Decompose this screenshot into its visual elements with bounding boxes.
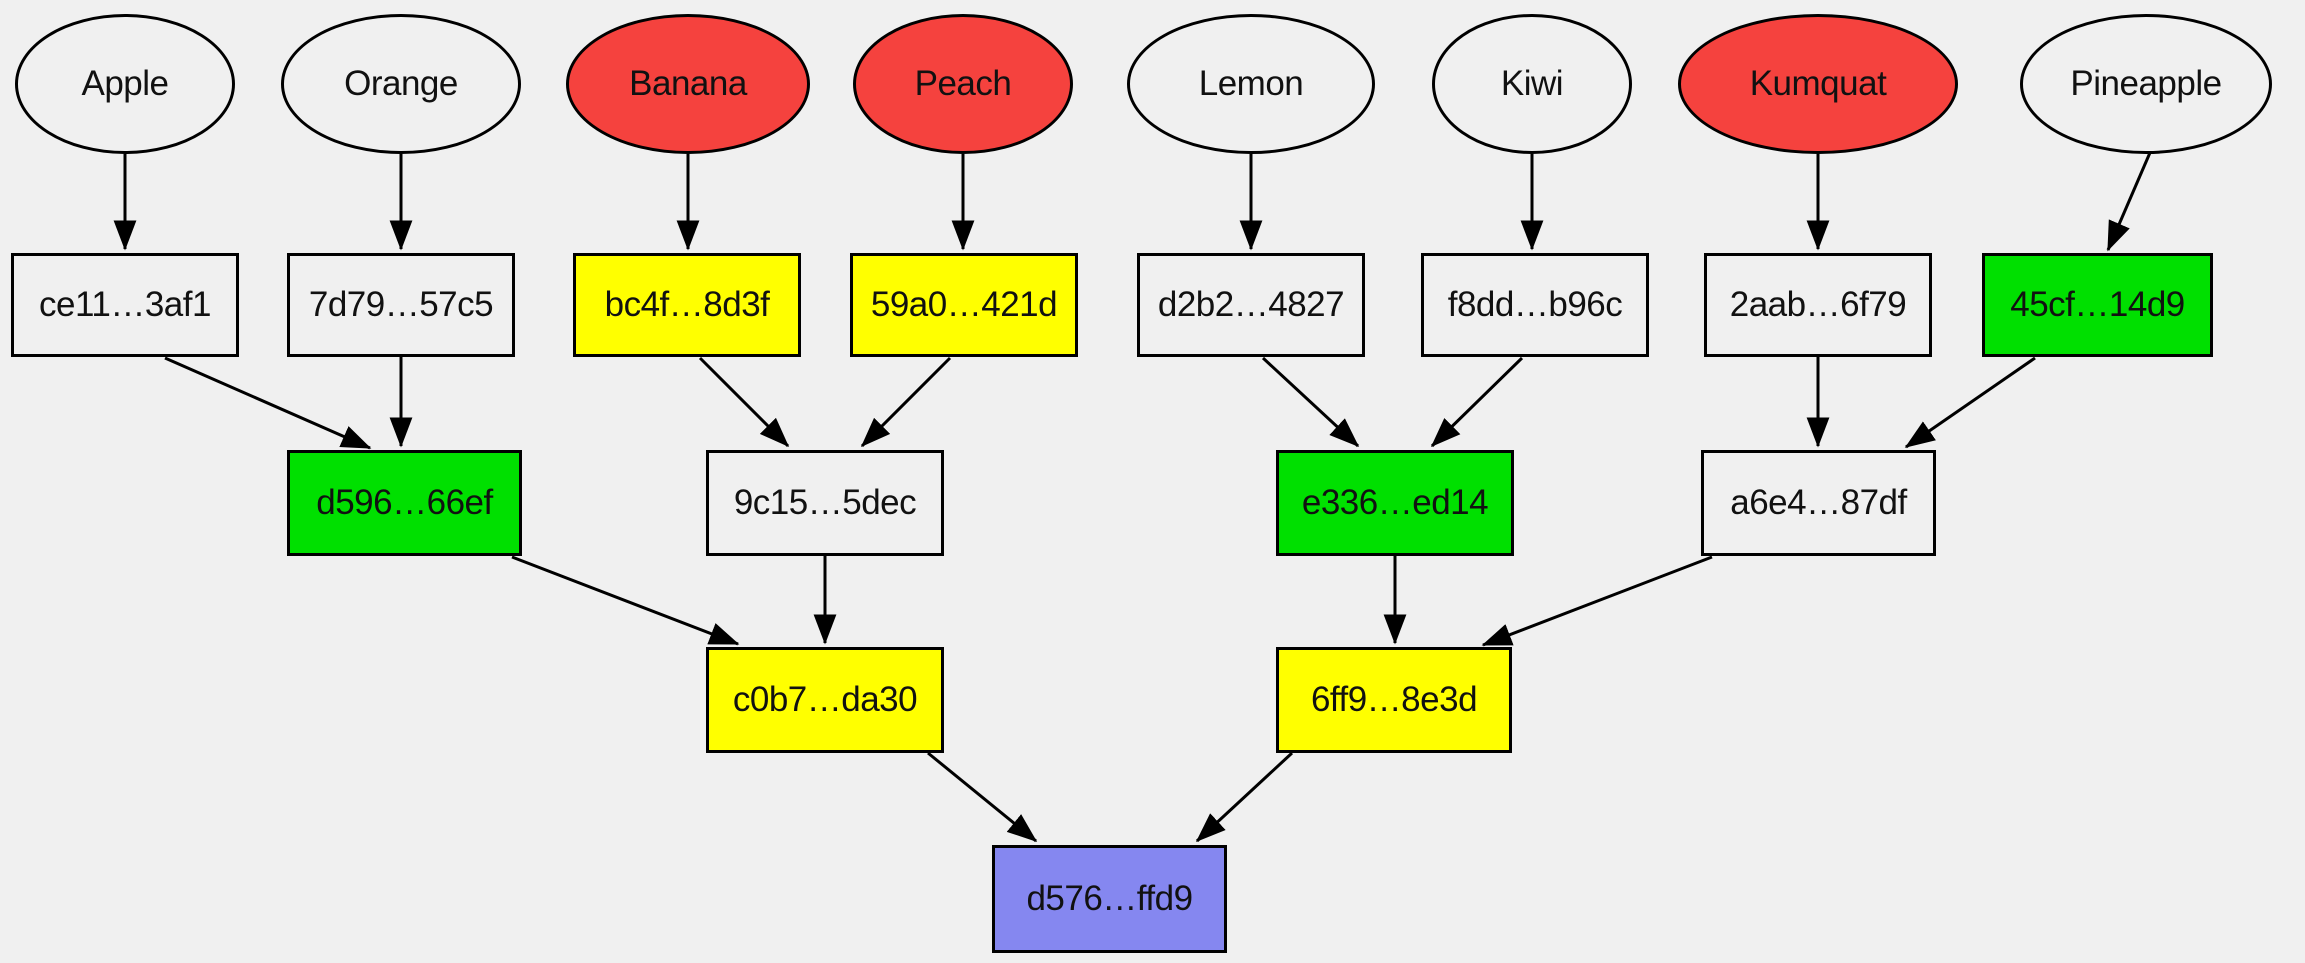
l2-hash-3: e336…ed14 [1276, 450, 1514, 556]
hash-label: 45cf…14d9 [2010, 285, 2185, 324]
l3-hash-2: 6ff9…8e3d [1276, 647, 1512, 753]
hash-label: c0b7…da30 [732, 680, 918, 719]
hash-label: 9c15…5dec [733, 483, 917, 522]
fruit-node-banana: Banana [566, 14, 810, 154]
leaf-hash-kumquat: 2aab…6f79 [1704, 253, 1932, 357]
leaf-hash-lemon: d2b2…4827 [1137, 253, 1365, 357]
edge-leaf6-l2 [1430, 356, 1524, 448]
fruit-label: Pineapple [2070, 64, 2222, 103]
fruit-node-apple: Apple [15, 14, 235, 154]
fruit-node-orange: Orange [281, 14, 521, 154]
hash-label: 7d79…57c5 [308, 285, 494, 324]
fruit-node-peach: Peach [853, 14, 1073, 154]
edge-group [113, 147, 2154, 843]
fruit-label: Apple [81, 64, 169, 103]
leaf-hash-banana: bc4f…8d3f [573, 253, 801, 357]
leaf-hash-apple: ce11…3af1 [11, 253, 239, 357]
hash-label: ce11…3af1 [39, 285, 211, 324]
edge-l2d-l3 [1481, 555, 1713, 647]
fruit-label: Kumquat [1749, 64, 1887, 103]
fruit-node-lemon: Lemon [1127, 14, 1375, 154]
edge-leaf1-l2 [164, 356, 372, 450]
fruit-label: Lemon [1198, 64, 1304, 103]
fruit-label: Kiwi [1500, 64, 1564, 103]
fruit-node-kiwi: Kiwi [1432, 14, 1632, 154]
leaf-hash-peach: 59a0…421d [850, 253, 1078, 357]
hash-label: d596…66ef [316, 483, 493, 522]
edge-pineapple-leaf [2106, 147, 2154, 252]
hash-label: d2b2…4827 [1157, 285, 1345, 324]
l3-hash-1: c0b7…da30 [706, 647, 944, 753]
root-hash: d576…ffd9 [992, 845, 1227, 953]
hash-label: 59a0…421d [870, 285, 1058, 324]
hash-label: 6ff9…8e3d [1310, 680, 1478, 719]
hash-label: d576…ffd9 [1026, 879, 1193, 918]
fruit-node-kumquat: Kumquat [1678, 14, 1958, 154]
hash-label: bc4f…8d3f [604, 285, 770, 324]
edge-leaf3-l2 [698, 356, 790, 448]
leaf-hash-kiwi: f8dd…b96c [1421, 253, 1649, 357]
edge-l3a-root [927, 751, 1038, 843]
leaf-hash-orange: 7d79…57c5 [287, 253, 515, 357]
l2-hash-1: d596…66ef [287, 450, 522, 556]
edge-l3b-root [1195, 751, 1294, 843]
fruit-label: Banana [629, 64, 747, 103]
edge-l2a-l3 [511, 555, 740, 646]
l2-hash-2: 9c15…5dec [706, 450, 944, 556]
fruit-node-pineapple: Pineapple [2020, 14, 2272, 154]
leaf-hash-pineapple: 45cf…14d9 [1982, 253, 2213, 357]
fruit-label: Orange [344, 64, 458, 103]
hash-label: 2aab…6f79 [1729, 285, 1907, 324]
edge-leaf5-l2 [1261, 356, 1360, 448]
hash-label: a6e4…87df [1730, 483, 1907, 522]
hash-label: f8dd…b96c [1447, 285, 1623, 324]
edge-leaf8-l2 [1904, 356, 2036, 449]
fruit-label: Peach [914, 64, 1012, 103]
edge-leaf4-l2 [860, 356, 952, 448]
hash-label: e336…ed14 [1301, 483, 1489, 522]
l2-hash-4: a6e4…87df [1701, 450, 1936, 556]
